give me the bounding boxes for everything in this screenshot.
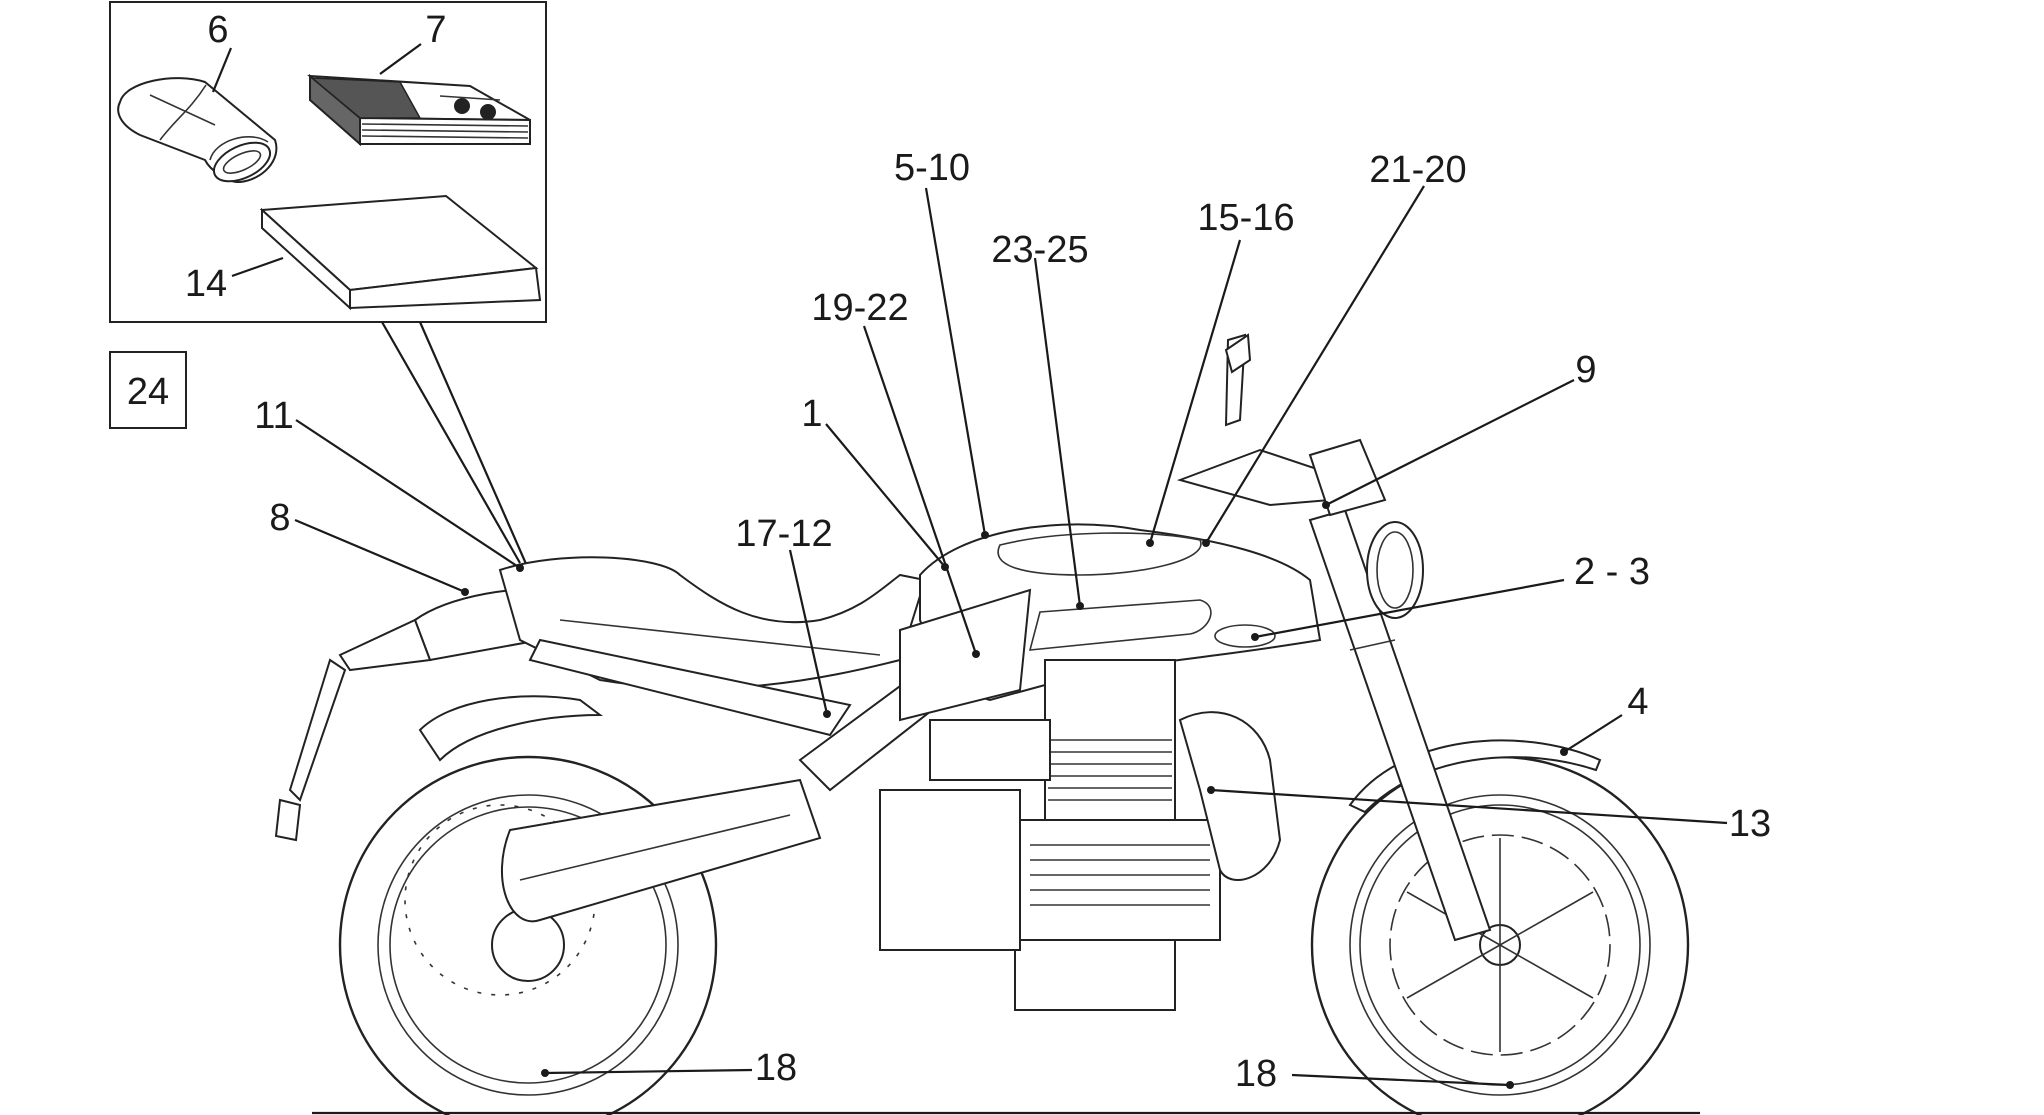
callout-1: 1 [801, 393, 822, 435]
callout-18-rear: 18 [755, 1047, 797, 1089]
engine [879, 659, 1221, 1011]
callout-21-20: 21-20 [1369, 149, 1466, 191]
document-folder-illustration [259, 194, 542, 311]
callout-8: 8 [269, 497, 290, 539]
callout-2-3: 2 - 3 [1574, 551, 1650, 593]
callout-13: 13 [1729, 803, 1771, 845]
accessories-inset-box: 6 7 14 [109, 1, 547, 323]
callout-18-front: 18 [1235, 1053, 1277, 1095]
motorcycle-illustration [274, 333, 1700, 1115]
callout-5-10: 5-10 [894, 147, 970, 189]
callout-11: 11 [254, 395, 293, 437]
front-wheel [1310, 755, 1690, 1115]
callout-15-16: 15-16 [1197, 197, 1294, 239]
callout-leaders [294, 185, 1728, 1089]
callout-24: 24 [127, 371, 169, 413]
callout-9: 9 [1575, 349, 1596, 391]
callout-23-25: 23-25 [991, 229, 1088, 271]
tool-pouch-illustration [117, 77, 278, 184]
item-24-box: 24 [109, 351, 187, 429]
owner-manual-illustration [307, 73, 531, 147]
callout-labels: 11 8 5-10 19-22 23-25 15-16 21-20 9 1 17… [254, 147, 1771, 1095]
callout-14: 14 [185, 263, 227, 305]
callout-17-12: 17-12 [735, 513, 832, 555]
callout-4: 4 [1627, 681, 1648, 723]
callout-19-22: 19-22 [811, 287, 908, 329]
callout-7: 7 [425, 9, 446, 51]
callout-6: 6 [207, 9, 228, 51]
